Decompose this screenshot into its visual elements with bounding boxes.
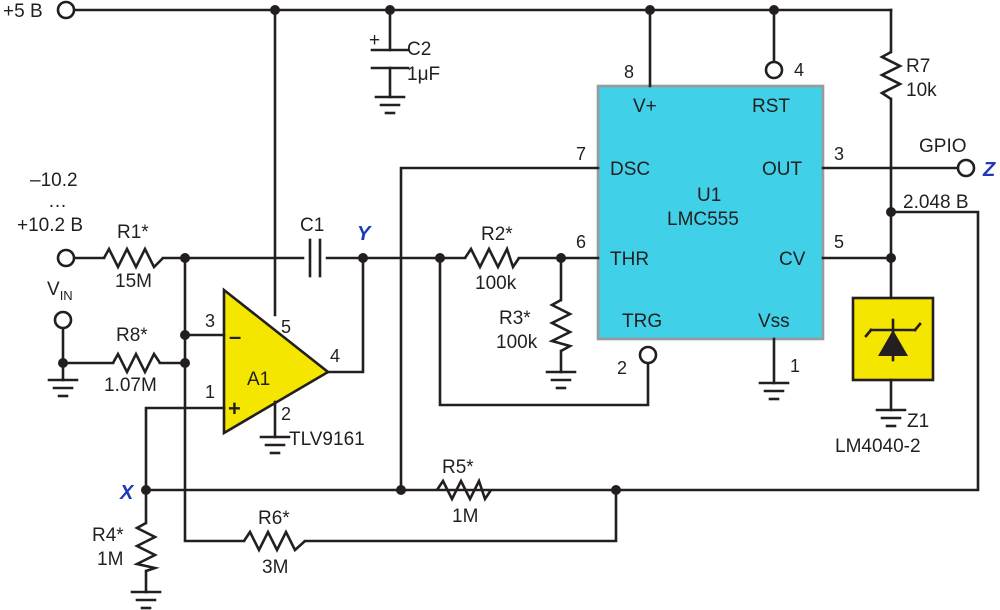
r3-ref: R3* [499,308,531,329]
ground-icon [130,590,162,610]
z1-ref: Z1 [907,411,929,432]
u1-pin-number-4: 4 [794,60,804,80]
resistor-r1 [102,246,164,270]
c1-ref: C1 [300,215,324,236]
a1-pin-4: 4 [330,346,340,366]
net-label-x: X [119,482,135,504]
resistor-r5 [435,477,493,502]
a1-plus-sign: + [228,396,241,421]
u1-pin-rst: RST [752,96,790,117]
ground-icon [875,408,907,428]
supply-label: +5 B [3,1,43,22]
u1-timer-body [596,84,825,341]
gpio-terminal [956,158,976,178]
u1-pin-vplus: V+ [633,96,657,117]
resistor-r6 [242,529,306,553]
net-label-y: Y [357,223,372,245]
r2-value: 100k [475,273,517,294]
z1-part: LM4040-2 [835,436,921,457]
resistor-r3 [548,298,574,353]
r8-ref: R8* [116,325,148,346]
ground-icon [545,370,577,390]
terminals [53,0,976,365]
resistor-r4 [133,521,160,573]
r3-value: 100k [496,332,538,353]
r5-ref: R5* [442,457,474,478]
input-range-dots: … [48,191,67,212]
a1-pin-2: 2 [281,404,291,424]
reference-voltage-label: 2.048 B [903,192,969,213]
trg-pin-terminal [638,345,658,365]
ground-icon [259,435,291,455]
a1-part: TLV9161 [289,429,365,450]
u1-pin-number-5: 5 [834,232,844,252]
u1-pin-number-8: 8 [624,62,634,82]
u1-pin-number-2: 2 [617,358,627,378]
u1-pin-number-7: 7 [576,144,586,164]
vin-terminal [56,248,76,268]
c2-plus-sign: + [369,30,380,51]
resistor-r2 [463,245,521,270]
input-range-low: –10.2 [30,170,78,191]
resistor-r7 [879,50,903,101]
a1-pin-3: 3 [205,311,215,331]
u1-pin-number-1: 1 [790,356,800,376]
ground-symbols [47,95,907,610]
a1-pin-5: 5 [281,317,291,337]
r7-value: 10k [906,80,937,101]
u1-pin-vss: Vss [758,311,790,332]
u1-pin-thr: THR [610,249,649,270]
wires [61,8,980,594]
u1-pin-dsc: DSC [610,159,650,180]
r1-ref: R1* [117,222,149,243]
ground-icon [374,95,406,115]
junction-dots [58,5,896,495]
u1-pin-out: OUT [762,159,803,180]
u1-ref: U1 [697,185,721,206]
gpio-label: GPIO [919,136,967,157]
r4-ref: R4* [92,525,124,546]
r8-value: 1.07M [104,375,157,396]
input-range-high: +10.2 B [17,215,83,236]
r5-value: 1M [452,506,478,527]
a1-pin-1: 1 [205,382,215,402]
u1-pin-number-6: 6 [576,232,586,252]
r1-value: 15M [115,271,152,292]
u1-part: LMC555 [667,209,739,230]
c2-value: 1μF [407,64,440,85]
vin-lower-terminal [53,310,73,330]
r6-ref: R6* [258,508,290,529]
ground-icon [758,381,790,401]
capacitor-c2 [370,48,410,70]
r7-ref: R7 [906,56,930,77]
u1-pin-trg: TRG [622,311,662,332]
a1-ref: A1 [247,369,270,390]
supply-terminal [56,0,76,20]
u1-pin-cv: CV [779,249,806,270]
c2-ref: C2 [407,39,431,60]
resistors [102,50,903,573]
zener-diode-icon [864,318,922,362]
r4-value: 1M [97,549,123,570]
ground-icon [47,378,79,398]
u1-pin-number-3: 3 [834,144,844,164]
r2-ref: R2* [481,224,513,245]
labels: +5 B –10.2 … +10.2 B VIN + C2 1μF R1* 15… [3,1,996,578]
resistor-r8 [111,351,162,375]
a1-minus-sign: – [229,324,241,349]
r6-value: 3M [262,557,288,578]
vin-label: VIN [47,279,73,303]
net-label-z: Z [982,159,996,181]
rst-pin-terminal [764,60,784,80]
